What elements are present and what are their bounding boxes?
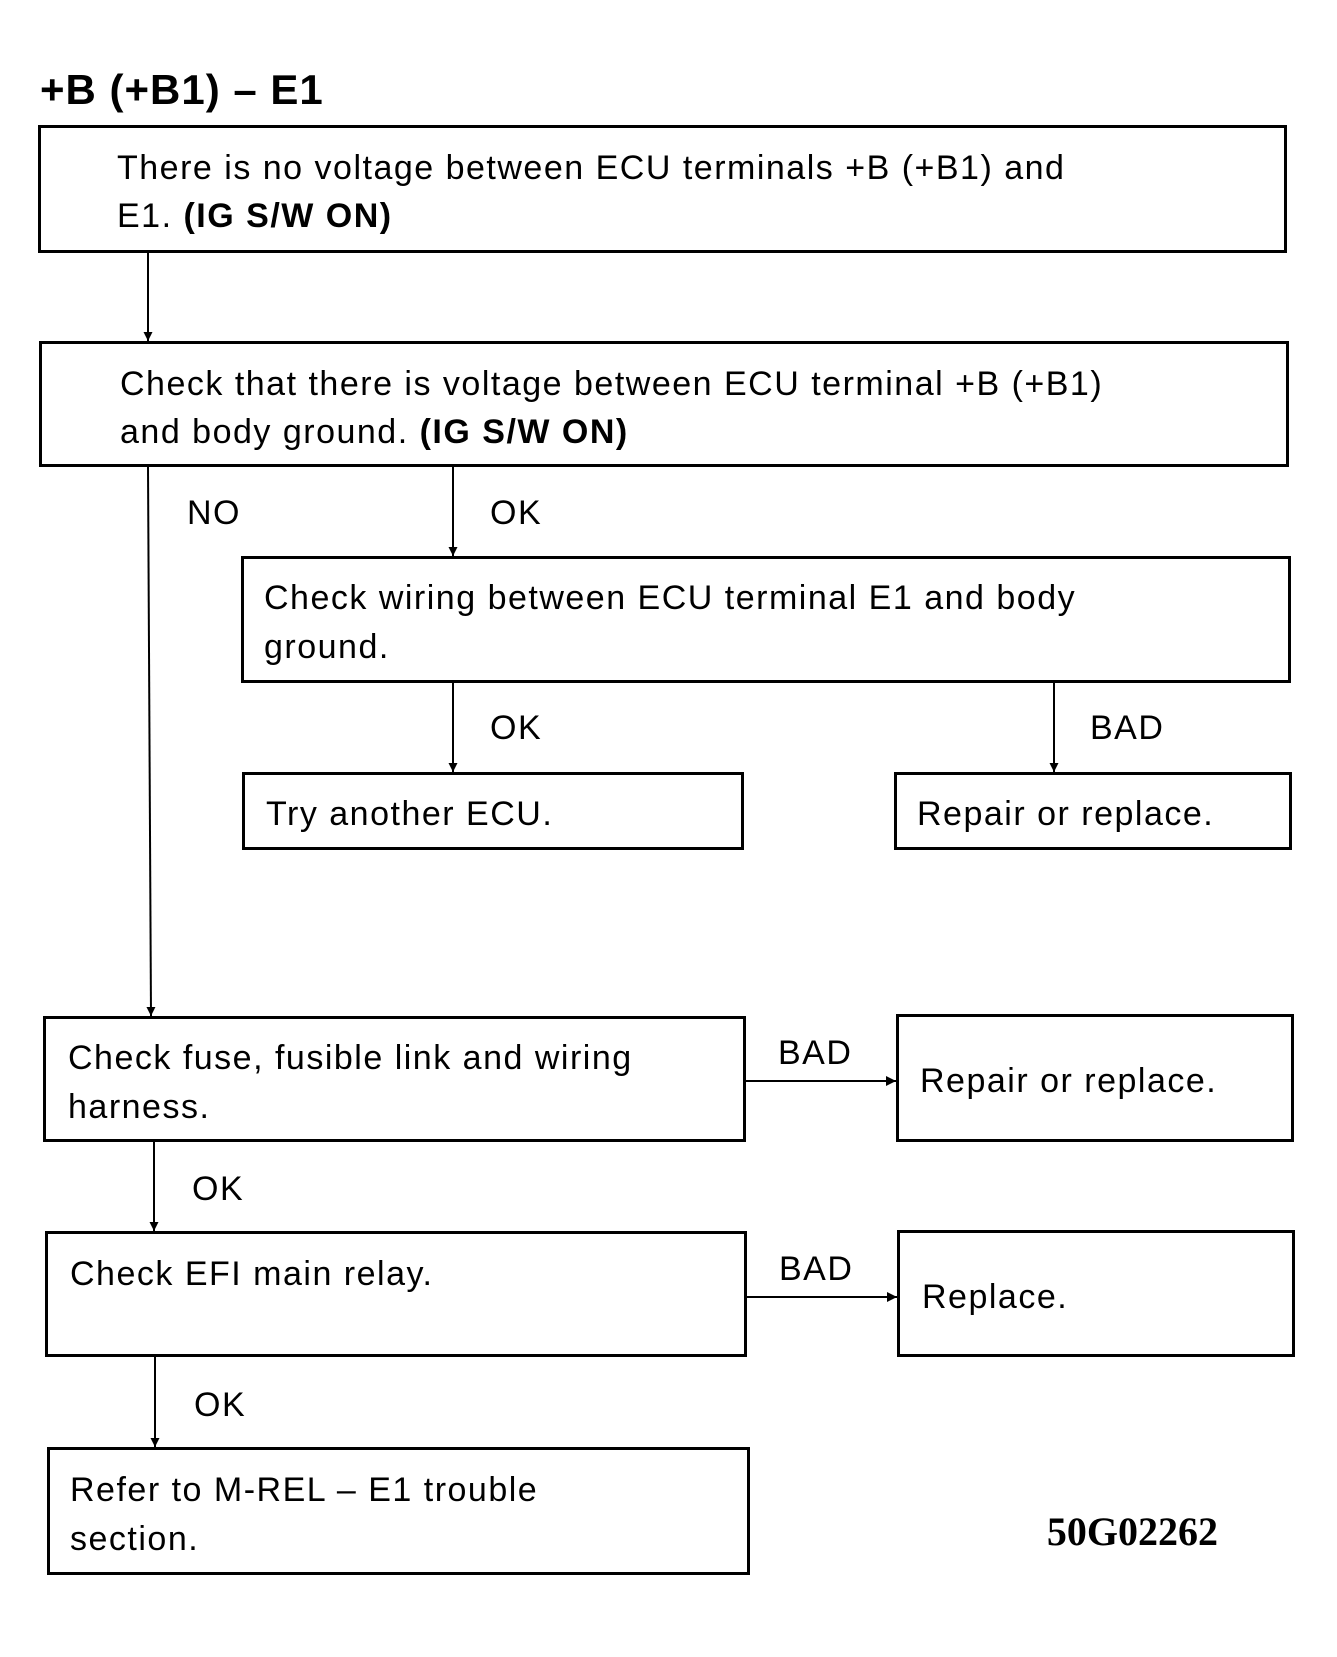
diagram-title: +B (+B1) – E1 [40, 66, 324, 113]
refer-text-line2: section. [70, 1520, 200, 1558]
check-voltage-text-line2: and body ground. (IG S/W ON) [120, 413, 629, 451]
edge-label-relay-ok: OK [194, 1386, 247, 1424]
start-text-line2: E1. (IG S/W ON) [117, 197, 393, 235]
repair-replace-text-1: Repair or replace. [917, 795, 1215, 833]
repair-replace-box-2 [896, 1014, 1294, 1142]
repair-replace-text-2: Repair or replace. [920, 1062, 1218, 1100]
edge-label-fuse-ok: OK [192, 1170, 245, 1208]
start-text-line1: There is no voltage between ECU terminal… [117, 149, 1066, 187]
check-wiring-box [241, 556, 1291, 683]
edge-label-wiring-ok: OK [490, 709, 543, 747]
edge-label-relay-bad: BAD [779, 1250, 854, 1288]
edge-label-voltage-ok: OK [490, 494, 543, 532]
repair-replace-box-1 [894, 772, 1292, 850]
check-wiring-text-line1: Check wiring between ECU terminal E1 and… [264, 579, 1077, 617]
refer-box [47, 1447, 750, 1575]
check-relay-text: Check EFI main relay. [70, 1255, 434, 1293]
check-fuse-text-line1: Check fuse, fusible link and wiring [68, 1039, 633, 1077]
start-box [38, 125, 1287, 253]
check-voltage-box [39, 341, 1289, 467]
edge-label-wiring-bad: BAD [1090, 709, 1165, 747]
check-wiring-text-line2: ground. [264, 628, 390, 666]
try-ecu-box [242, 772, 744, 850]
try-ecu-text: Try another ECU. [266, 795, 554, 833]
figure-id: 50G02262 [1046, 1509, 1218, 1554]
check-fuse-box [43, 1016, 746, 1142]
edge-label-voltage-no: NO [187, 494, 241, 532]
check-relay-box [45, 1231, 747, 1357]
check-fuse-text-line2: harness. [68, 1088, 211, 1126]
edge-label-fuse-bad: BAD [778, 1034, 853, 1072]
arrow-voltage-no [146, 466, 156, 1017]
check-voltage-text-line1: Check that there is voltage between ECU … [120, 365, 1104, 403]
replace-text: Replace. [922, 1278, 1069, 1316]
refer-text-line1: Refer to M-REL – E1 trouble [70, 1471, 539, 1509]
replace-box [897, 1230, 1295, 1357]
